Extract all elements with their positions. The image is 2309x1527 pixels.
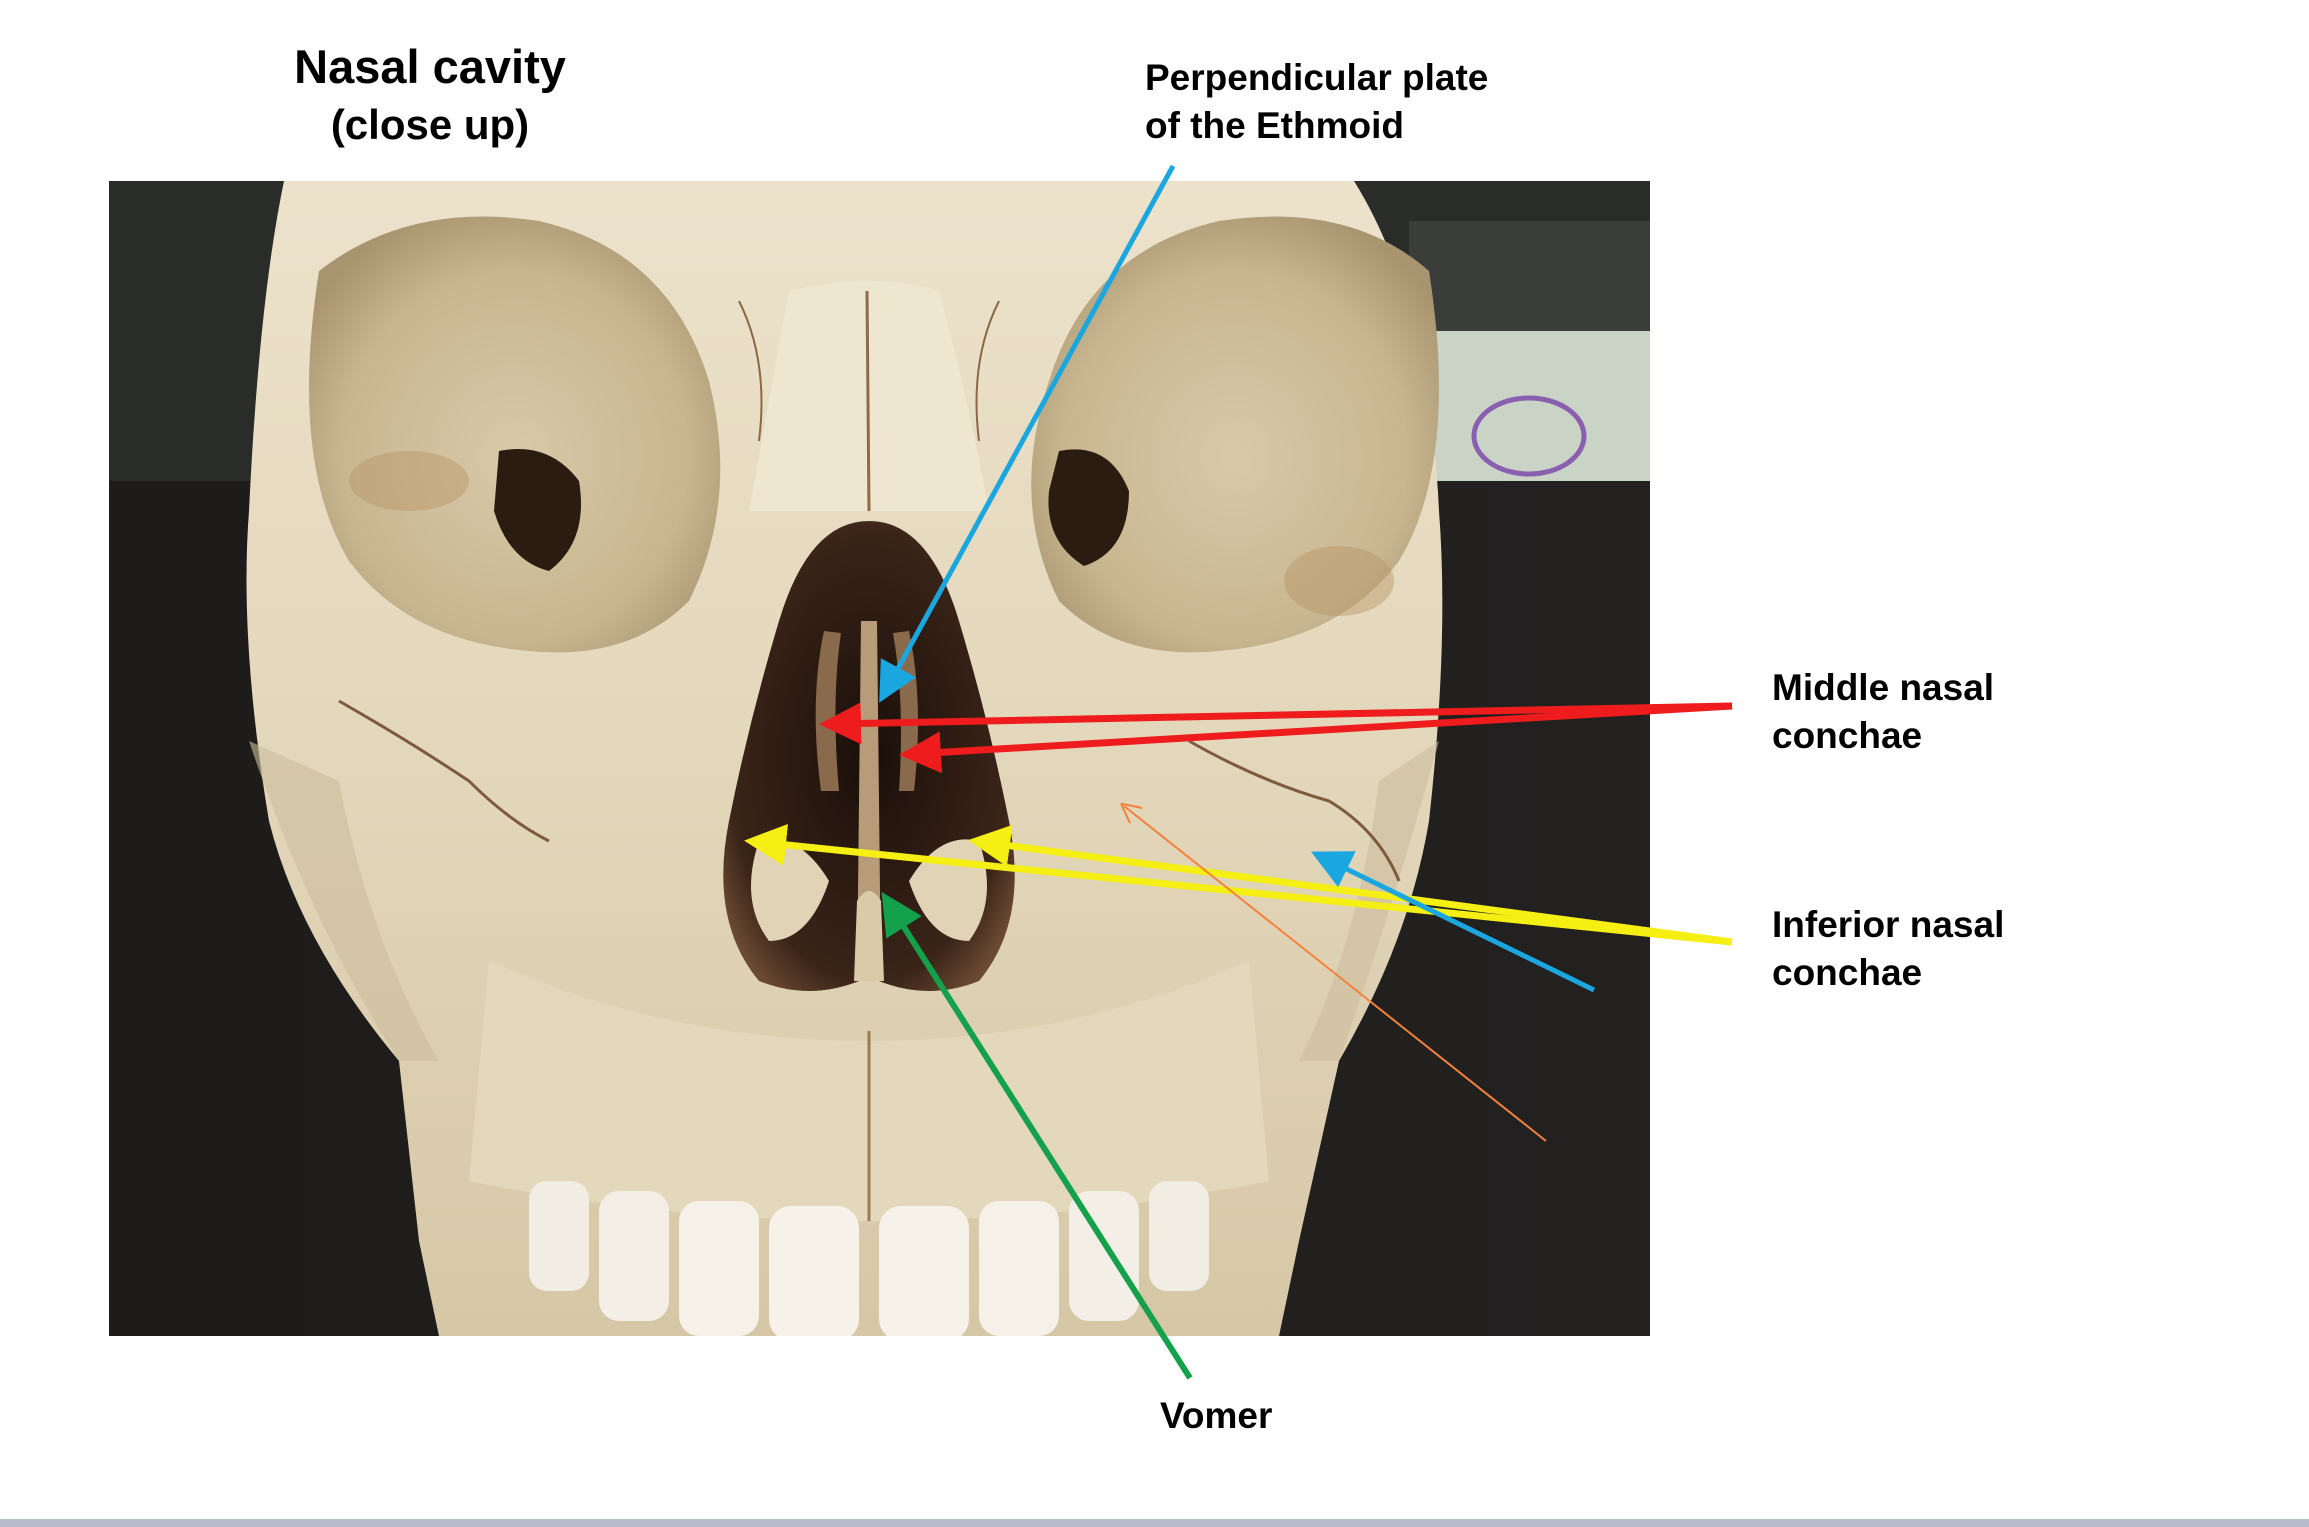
label-perpendicular-plate-line-1: Perpendicular plate xyxy=(1145,57,1489,98)
left-orbit-inner xyxy=(494,449,581,571)
skull-photo xyxy=(109,181,1650,1336)
bottom-bar xyxy=(0,1519,2309,1527)
label-vomer-line-1: Vomer xyxy=(1160,1395,1273,1436)
tooth xyxy=(529,1181,589,1291)
tooth xyxy=(879,1206,969,1336)
bone-crack xyxy=(738,300,763,442)
bone-crack xyxy=(338,699,550,843)
tooth xyxy=(679,1201,759,1336)
bone-stain xyxy=(1284,546,1394,616)
vomer-bone xyxy=(854,891,884,981)
tooth xyxy=(769,1206,859,1336)
title-line-2: (close up) xyxy=(330,101,530,148)
slide-title: Nasal cavity (close up) xyxy=(230,38,630,154)
label-vomer: Vomer xyxy=(1160,1392,1272,1440)
label-middle-nasal-conchae: Middle nasal conchae xyxy=(1772,664,1994,760)
tooth xyxy=(979,1201,1059,1336)
background-cable xyxy=(1471,395,1587,477)
label-inferior-nasal-conchae-line-1: Inferior nasal xyxy=(1772,904,2005,945)
background-shelf xyxy=(1409,221,1650,331)
label-perpendicular-plate-line-2: of the Ethmoid xyxy=(1145,105,1404,146)
nasal-suture xyxy=(865,290,871,512)
tooth xyxy=(1069,1191,1139,1321)
label-middle-nasal-conchae-line-2: conchae xyxy=(1772,715,1923,756)
left-cheek-shadow xyxy=(249,741,439,1061)
label-inferior-nasal-conchae: Inferior nasal conchae xyxy=(1772,901,2004,997)
label-inferior-nasal-conchae-line-2: conchae xyxy=(1772,952,1923,993)
title-line-1: Nasal cavity xyxy=(294,40,566,93)
left-orbit xyxy=(309,216,721,653)
label-middle-nasal-conchae-line-1: Middle nasal xyxy=(1772,667,1995,708)
tooth xyxy=(1149,1181,1209,1291)
tooth xyxy=(599,1191,669,1321)
bone-stain xyxy=(349,451,469,511)
label-perpendicular-plate: Perpendicular plate of the Ethmoid xyxy=(1145,54,1488,150)
